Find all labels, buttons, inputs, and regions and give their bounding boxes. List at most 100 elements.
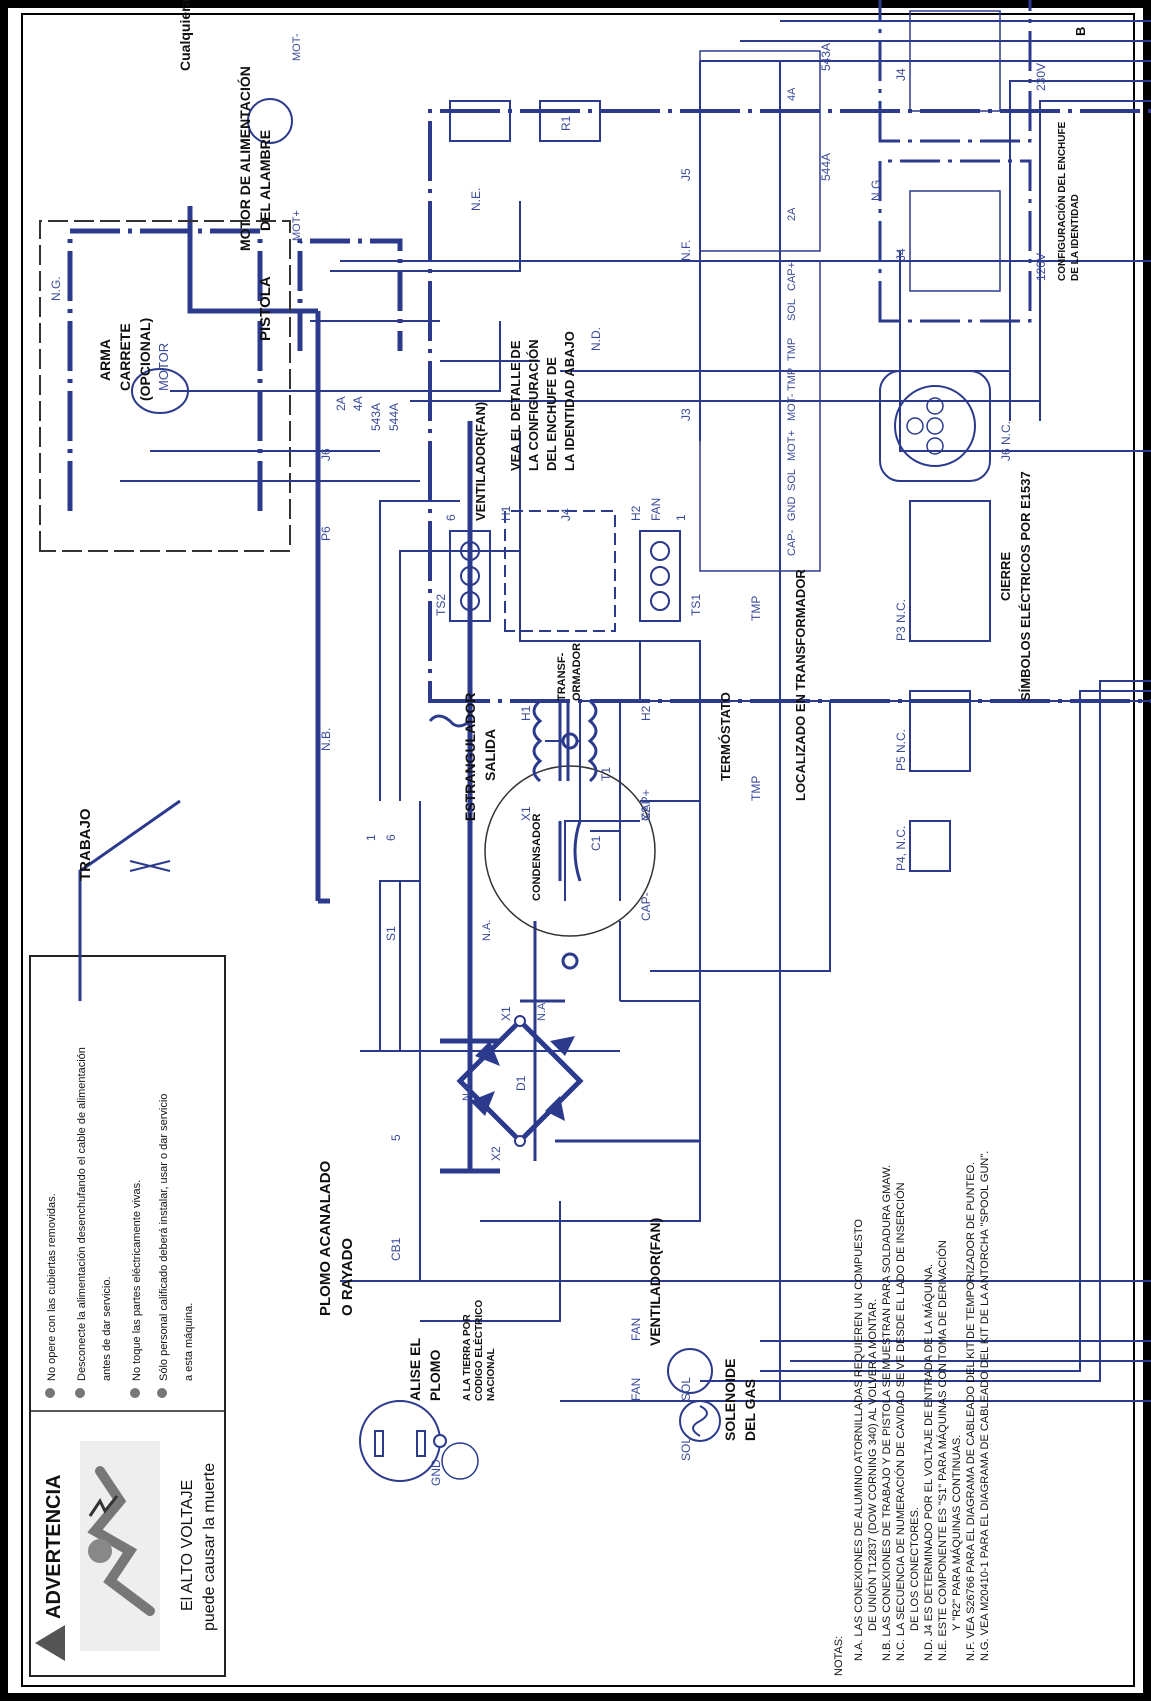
wire-544a-top-label: 544A — [819, 153, 833, 181]
ts-1-label: 1 — [674, 514, 688, 521]
fan-label-a: FAN — [629, 1378, 643, 1401]
j4-230v-detail — [878, 0, 1032, 143]
wiring — [39, 20, 1151, 1402]
warning-title: ADVERTENCIA — [43, 1475, 65, 1619]
notes: NOTAS: N.A. LAS CONEXIONES DE ALUMINIO A… — [833, 1151, 991, 1676]
tfan-label: FAN — [649, 498, 663, 521]
warning-item: No opere con las cubiertas removidas. — [46, 1193, 58, 1381]
labels: TRABAJO PLOMO ACANALADO O RAYADO ALISE E… — [49, 0, 1088, 1486]
j3-sol-label: SOL — [786, 469, 798, 491]
p3-connector — [909, 500, 991, 642]
shock-figure-icon — [80, 1441, 160, 1651]
s1-label: S1 — [384, 926, 398, 941]
wire-5-label: 5 — [389, 1134, 403, 1141]
warning-triangle-icon — [35, 1625, 65, 1661]
tx1-label: X1 — [519, 806, 533, 821]
diode-icon — [545, 1096, 565, 1121]
th2-label: H2 — [629, 505, 643, 521]
ground-icon — [441, 1442, 479, 1480]
warning-item: Desconecte la alimentación desenchufando… — [76, 1047, 88, 1381]
plomo-label-2: O RAYADO — [339, 1238, 356, 1316]
j5-4a-label: 4A — [786, 87, 798, 101]
j5-2a-label: 2A — [786, 207, 798, 221]
fan-label-b: FAN — [629, 1318, 643, 1341]
warning-bullet — [157, 1388, 167, 1398]
nf-label: N.F. — [679, 240, 693, 261]
j3-sol-label: SOL — [786, 299, 798, 321]
vea-label-2: LA CONFIGURACIÓN — [526, 339, 541, 471]
wire-2a-label: 2A — [334, 396, 348, 411]
terminal-strip-ts2 — [449, 530, 491, 622]
j4-120v-detail — [878, 159, 1032, 323]
arma-label-2: CARRETE — [117, 323, 133, 391]
gas-solenoid — [679, 1400, 721, 1442]
j3-connector — [699, 260, 821, 572]
mot-minus-label: MOT- — [291, 33, 303, 61]
r1-label: R1 — [559, 115, 573, 131]
nb-label: N.B. — [319, 728, 333, 751]
estrangulador-label: ESTRANGULADOR — [462, 693, 478, 821]
bridge-rectifier — [456, 1015, 584, 1147]
wire-1-label: 1 — [364, 834, 378, 841]
note-line: N.C. LA SECUENCIA DE NUMERACIÓN DE CAVID… — [894, 1182, 907, 1661]
cb1-label: CB1 — [389, 1237, 403, 1261]
tierra-label-2: CODIGO ELÉCTRICO — [472, 1300, 485, 1401]
p4-connector — [909, 820, 951, 872]
j3-mot-label: MOT- — [786, 393, 798, 421]
j3-mot-label: MOT+ — [786, 430, 798, 461]
diode-icon — [550, 1036, 575, 1056]
page-letter: B — [1073, 27, 1088, 36]
ts2-label: TS2 — [434, 594, 448, 616]
h1-label: H1 — [519, 705, 533, 721]
solenoide-label-2: DEL GAS — [742, 1379, 758, 1441]
solenoide-label-1: SOLENOIDE — [722, 1359, 738, 1441]
d1-label: D1 — [514, 1075, 528, 1091]
warning-subtitle-2: puede causar la muerte — [201, 1463, 218, 1631]
vea-label-3: DEL ENCHUFE DE — [544, 357, 559, 471]
motor-label: MOTOR — [156, 343, 171, 391]
salida-label: SALIDA — [482, 729, 498, 781]
alise-label-2: PLOMO — [427, 1350, 443, 1401]
cualquiera-label: Cualquiera — [177, 0, 193, 71]
ng-label: N.G. — [49, 276, 63, 301]
diode-icon — [470, 1091, 495, 1116]
wire-4a-label: 4A — [351, 396, 365, 411]
cap-plus-label: CAP+ — [639, 789, 653, 821]
t1-label: T1 — [599, 767, 613, 781]
j4-label: J4 — [559, 508, 573, 521]
notes-header: NOTAS: — [833, 1636, 845, 1676]
cap-minus-label: CAP- — [639, 892, 653, 921]
vea-label-1: VEA EL DETALLE DE — [508, 340, 523, 471]
warning-panel: ADVERTENCIA El ALTO VOLTAJE puede causar… — [29, 955, 226, 1677]
na-label: N.A. — [536, 1000, 548, 1021]
note-line: Y "R2" PARA MÁQUINAS CONTINUAS. — [950, 1435, 963, 1631]
sol-label-b: SOL — [679, 1377, 693, 1401]
j4-120-label: J4 — [894, 248, 908, 261]
warning-box — [29, 955, 226, 1677]
ventilador-bottom-label: VENTILADOR(FAN) — [647, 1218, 663, 1346]
power-plug — [359, 1400, 479, 1482]
tierra-label-1: A LA TIERRA POR — [462, 1314, 473, 1401]
tmp-label-b: TMP — [749, 596, 763, 621]
wire-feed-motor — [247, 98, 293, 144]
fan-motor — [667, 1348, 713, 1394]
j3-gnd-label: GND — [786, 497, 798, 522]
warning-subtitle-1: El ALTO VOLTAJE — [179, 1480, 196, 1611]
note-line: N.F. VEA S26766 PARA EL DIAGRAMA DE CABL… — [965, 1162, 977, 1661]
x2-label: X2 — [489, 1146, 503, 1161]
p4nc-label: P4, N.C. — [894, 826, 908, 871]
ventilador-top-label: VENTILADOR(FAN) — [473, 402, 488, 521]
warning-item: antes de dar servicio. — [101, 1276, 113, 1381]
diode-icon — [475, 1041, 500, 1066]
j3-cap-plus-label: CAP+ — [786, 262, 798, 291]
termostato-label: TERMÓSTATO — [718, 692, 733, 781]
warning-bullet — [75, 1388, 85, 1398]
tmp-label-a: TMP — [749, 776, 763, 801]
spool-motor — [131, 368, 189, 414]
vea-label-4: LA IDENTIDAD ABAJO — [562, 331, 577, 471]
j6-connector — [879, 370, 991, 482]
j4-230-label: J4 — [894, 68, 908, 81]
